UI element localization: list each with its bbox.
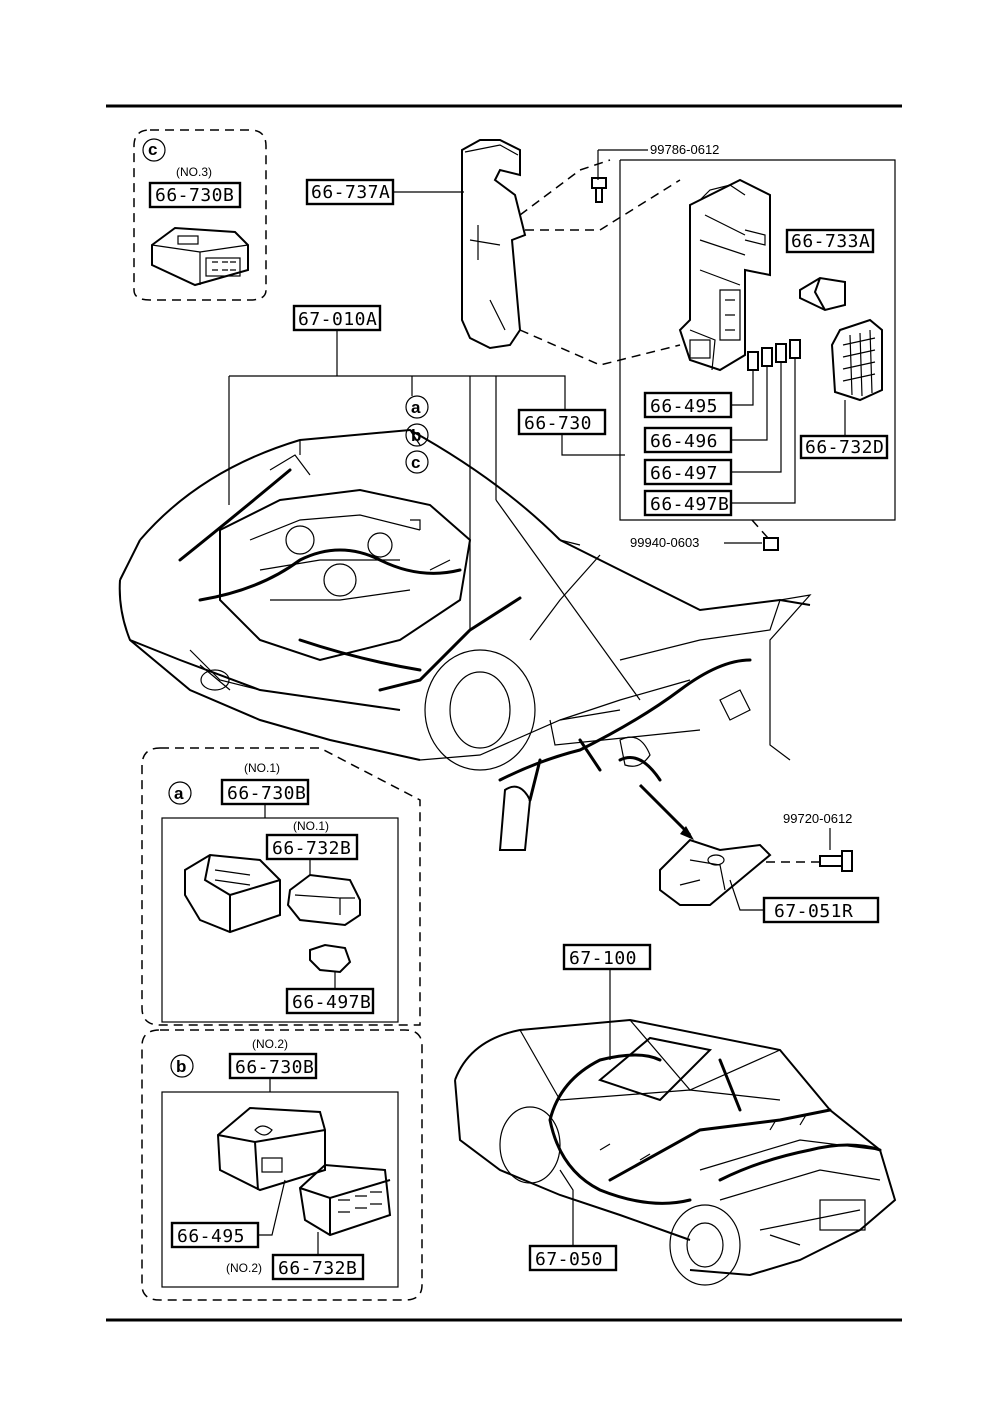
callout-circle-a <box>405 395 429 419</box>
fuses-group: 66-495 66-496 66-497 66-497B <box>643 339 801 517</box>
grille-cover-icon <box>830 318 883 402</box>
fuse-box-block-icon <box>216 1106 326 1192</box>
engine-harness-67-010A: 67-010A a b c <box>228 304 641 701</box>
inset-a-part: 66-730B <box>227 783 306 804</box>
inset-c-note: (NO.3) <box>176 165 212 179</box>
label-66-497B: 66-497B <box>650 494 729 515</box>
label-99940-0603: 99940-0603 <box>630 535 699 550</box>
connector-cover-icon <box>298 1163 392 1237</box>
inset-b-inner-box <box>161 1091 399 1288</box>
callout-circle-c2 <box>405 450 429 474</box>
inset-b-note: (NO.2) <box>252 1037 288 1051</box>
connector-male-icon <box>184 853 281 934</box>
relay-icon <box>799 276 846 312</box>
inset-c: c (NO.3) 66-730B <box>133 129 267 301</box>
bracket-67-051R: 99720-0612 67-051R <box>659 811 880 924</box>
label-66-733A: 66-733A <box>791 231 870 252</box>
inset-a-letter: a <box>174 784 184 803</box>
inset-b: b (NO.2) 66-730B 66-495 (NO.2) 66-732B <box>141 1029 423 1301</box>
fuse-icons <box>747 339 801 371</box>
label-66-495: 66-495 <box>650 396 718 417</box>
mounting-bracket-icon <box>659 838 772 906</box>
connector-block-icon <box>151 226 249 287</box>
inset-b-letter: b <box>176 1057 186 1076</box>
inset-b-inner-note: (NO.2) <box>226 1261 262 1275</box>
engine-harness-wire <box>178 468 522 692</box>
callout-c: c <box>411 453 420 472</box>
label-67-051R: 67-051R <box>774 901 853 922</box>
callout-a: a <box>411 398 421 417</box>
connector-female-icon <box>286 873 361 927</box>
bolt-99786-0612: 99786-0612 <box>591 142 719 203</box>
label-99786-0612: 99786-0612 <box>650 142 719 157</box>
inset-a-inner-note: (NO.1) <box>293 819 329 833</box>
label-66-497: 66-497 <box>650 463 718 484</box>
callout-circle-a2 <box>168 781 192 805</box>
callout-circle-b2 <box>170 1054 194 1078</box>
label-66-737A: 66-737A <box>311 182 390 203</box>
relay-bracket-group: 66-737A <box>305 139 681 366</box>
label-99720-0612: 99720-0612 <box>783 811 852 826</box>
callout-b: b <box>411 426 421 445</box>
relay-box-frame <box>619 159 896 521</box>
inset-c-letter: c <box>148 140 157 159</box>
cover-66-732D: 66-732D <box>799 318 889 460</box>
dashboard-harness-illustration <box>498 594 812 851</box>
inset-b-inner-part: 66-732B <box>278 1258 357 1279</box>
nut-icon <box>763 537 779 551</box>
front-car-illustration <box>118 428 811 771</box>
inset-b-sub-part: 66-495 <box>177 1226 245 1247</box>
inset-c-part: 66-730B <box>155 185 234 206</box>
harness-66-730: 66-730 <box>517 408 625 456</box>
rear-car-illustration: 67-100 67-050 <box>454 943 897 1286</box>
inset-a-fuse-part: 66-497B <box>292 992 371 1013</box>
dash-harness-wire <box>498 658 752 802</box>
relay-66-733A: 66-733A <box>785 228 875 312</box>
inset-a-inner-box <box>161 817 399 1023</box>
label-66-496: 66-496 <box>650 431 718 452</box>
inset-b-part: 66-730B <box>235 1057 314 1078</box>
bolt-icon <box>591 177 607 203</box>
sunroof-icon <box>597 1036 713 1102</box>
label-66-732D: 66-732D <box>805 437 884 458</box>
inset-a-inner-part: 66-732B <box>272 838 351 859</box>
callout-circle-c <box>142 138 166 162</box>
label-66-730: 66-730 <box>524 413 592 434</box>
fuse-icon <box>309 943 352 974</box>
label-67-050: 67-050 <box>535 1249 603 1270</box>
fuse-block-icon <box>678 178 771 372</box>
rear-harness-wire <box>548 1053 882 1205</box>
callout-circle-b <box>405 423 429 447</box>
bolt-icon-2 <box>819 850 853 872</box>
nut-99940-0603: 99940-0603 <box>630 519 779 551</box>
label-67-100: 67-100 <box>569 948 637 969</box>
label-67-010A: 67-010A <box>298 309 377 330</box>
inset-a: a (NO.1) 66-730B (NO.1) 66-732B 66-497B <box>141 747 421 1026</box>
inset-c-part-box <box>148 181 242 209</box>
inset-a-note: (NO.1) <box>244 761 280 775</box>
